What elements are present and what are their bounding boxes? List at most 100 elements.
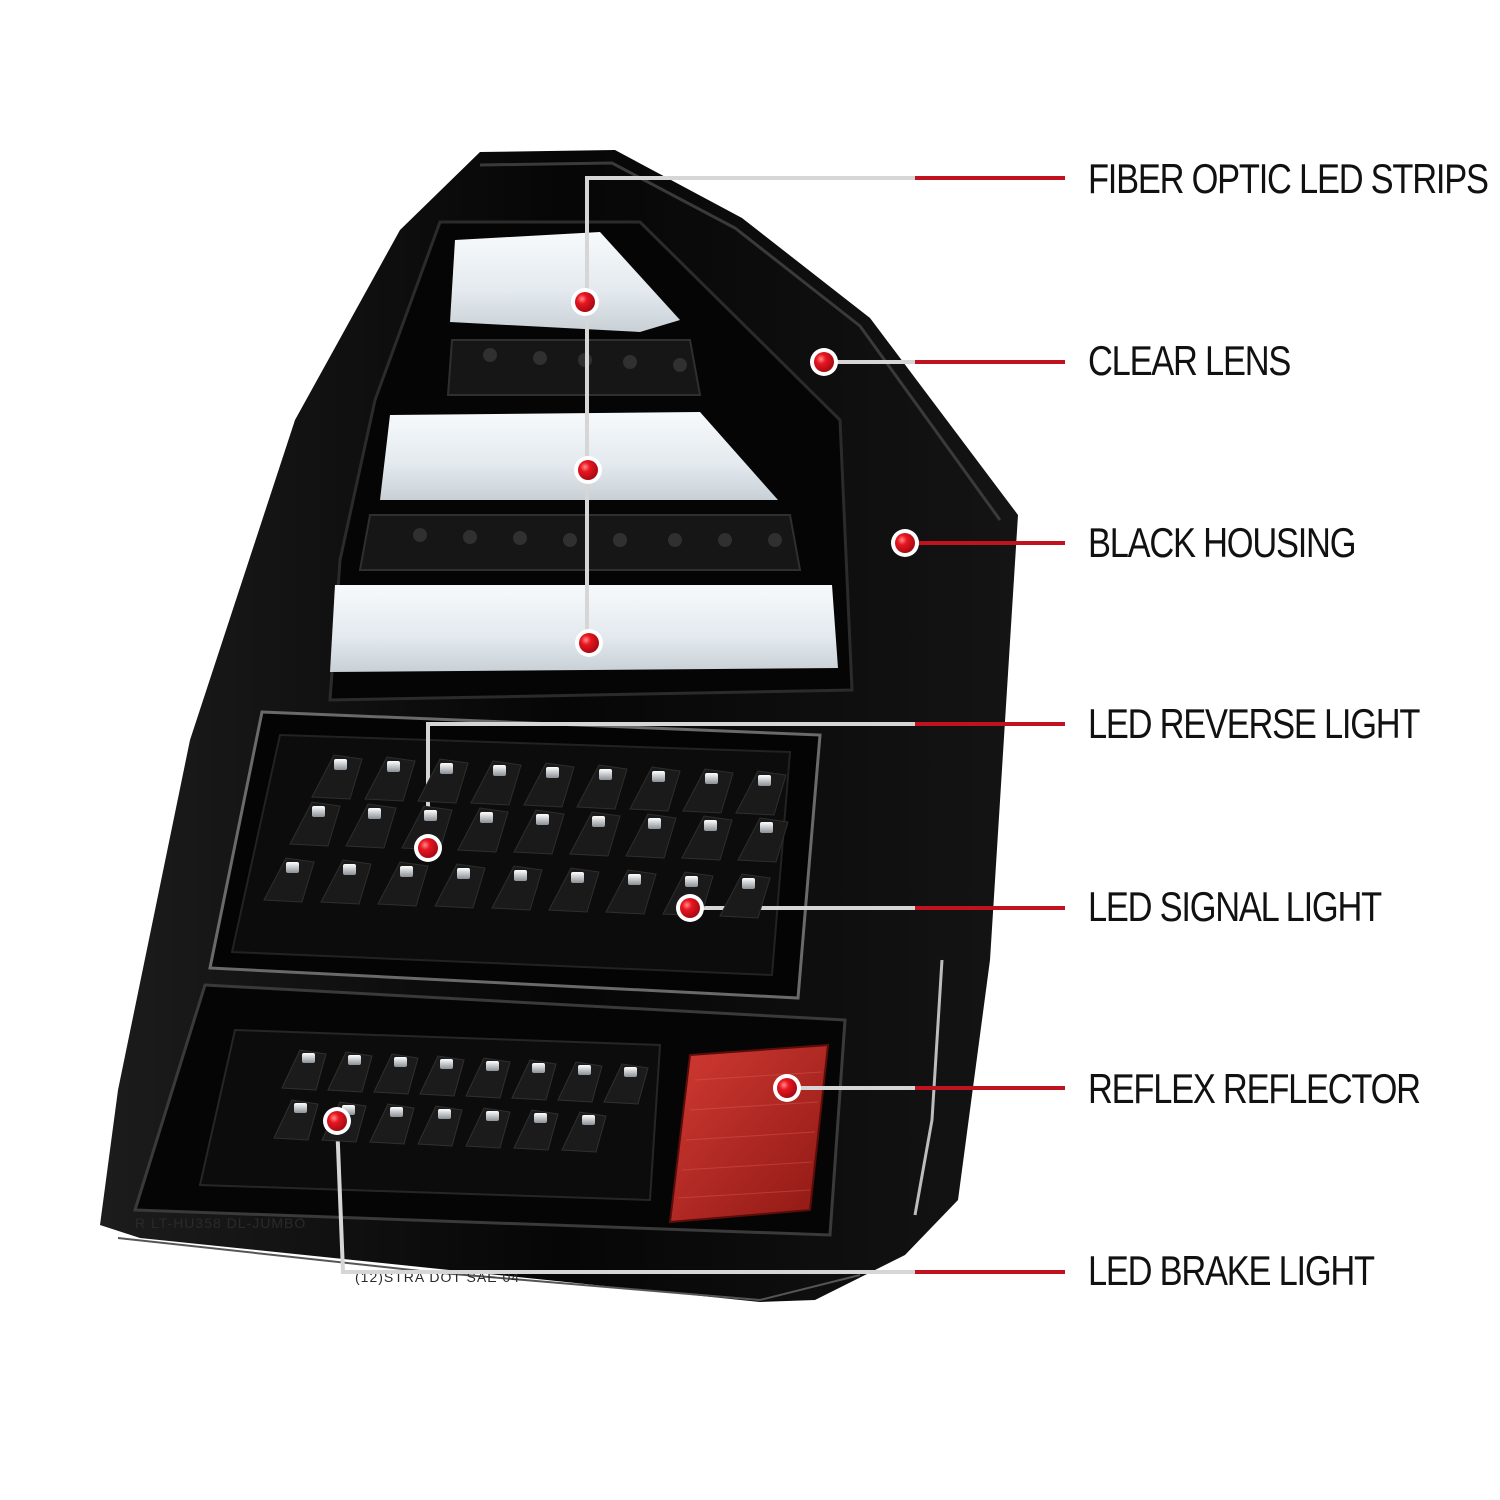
reverse-signal-led-pod [491, 865, 543, 911]
reverse-signal-led-chip [705, 773, 718, 784]
reverse-signal-led-pod [417, 758, 469, 804]
reverse-signal-led-chip [514, 870, 527, 881]
callout-label-black-housing: BLACK HOUSING [1088, 519, 1356, 566]
fiber-strip-middle [380, 412, 778, 500]
reverse-signal-led-pod [263, 857, 315, 903]
reverse-signal-led-chip [760, 822, 773, 833]
led-signal-light-marker [680, 898, 700, 918]
brake-led-chip [440, 1059, 453, 1069]
reverse-signal-led-pod [682, 768, 734, 814]
callout-markers [323, 288, 919, 1135]
reverse-signal-led-pod [719, 873, 771, 919]
svg-text:R LT-HU358 DL-JUMBO: R LT-HU358 DL-JUMBO [135, 1215, 306, 1231]
reverse-signal-led-chip [704, 820, 717, 831]
callout-label-led-reverse-light: LED REVERSE LIGHT [1088, 700, 1420, 747]
lens-bottom-highlight [117, 1237, 861, 1302]
brake-led-chip [390, 1107, 403, 1117]
reverse-signal-led-chip [343, 864, 356, 875]
reverse-signal-led-chip [628, 874, 641, 885]
brake-led-chip [534, 1113, 547, 1123]
brake-led-chip [294, 1103, 307, 1113]
callout-label-fiber-optic-led-strips: FIBER OPTIC LED STRIPS [1088, 155, 1489, 202]
callout-label-led-brake-light: LED BRAKE LIGHT [1088, 1247, 1375, 1294]
fiber-optic-led-strips-middle-marker [578, 460, 598, 480]
brake-led-chip [624, 1067, 637, 1077]
reverse-signal-led-pod [311, 754, 363, 800]
reverse-signal-led-pod [735, 770, 787, 816]
reverse-signal-led-chip [648, 818, 661, 829]
brake-led-chip [438, 1109, 451, 1119]
callout-lines [335, 176, 1065, 1274]
upper-led-pods-row-2 [358, 514, 802, 571]
reverse-signal-led-chip [685, 876, 698, 887]
callout-label-led-signal-light: LED SIGNAL LIGHT [1088, 883, 1382, 930]
reverse-signal-led-pod [345, 803, 397, 849]
reverse-signal-led-pod [576, 764, 628, 810]
reverse-signal-led-chip [546, 767, 559, 778]
reverse-signal-led-chip [387, 761, 400, 772]
brake-led-chip [486, 1061, 499, 1071]
reverse-signal-led-chip [368, 808, 381, 819]
reverse-signal-led-chip [334, 759, 347, 770]
reverse-signal-led-pod [523, 762, 575, 808]
reverse-signal-led-chip [424, 810, 437, 821]
brake-led-chip [486, 1111, 499, 1121]
brake-led-chip [394, 1057, 407, 1067]
reverse-signal-led-chip [312, 806, 325, 817]
fiber-strip-bottom [330, 585, 838, 672]
reverse-signal-led-pod [629, 766, 681, 812]
fiber-optic-led-strips-leader [585, 176, 1065, 645]
lens-right-highlight [913, 959, 944, 1216]
reverse-signal-led-chip [457, 868, 470, 879]
brake-led-chip [582, 1115, 595, 1125]
reverse-signal-led-pod [364, 756, 416, 802]
brake-led-chip [348, 1055, 361, 1065]
reflex-reflector-marker [777, 1078, 797, 1098]
reverse-signal-led-pod [737, 817, 789, 863]
reverse-signal-led-chip [536, 814, 549, 825]
callout-label-reflex-reflector: REFLEX REFLECTOR [1088, 1065, 1421, 1112]
reverse-signal-led-chip [592, 816, 605, 827]
fiber-optic-led-strips-bottom-marker [579, 633, 599, 653]
brake-led-chip [578, 1065, 591, 1075]
reverse-signal-led-chip [400, 866, 413, 877]
reflector-texture [677, 1071, 823, 1199]
reverse-signal-led-chip [571, 872, 584, 883]
reverse-signal-led-pod [605, 869, 657, 915]
reverse-signal-led-chip [480, 812, 493, 823]
reverse-signal-led-chip [652, 771, 665, 782]
led-brake-light-leader [335, 1120, 1065, 1274]
lens-edge-highlight [479, 161, 1002, 521]
upper-led-pods-row-1 [446, 339, 702, 396]
led-brake-light-marker [327, 1111, 347, 1131]
reverse-signal-led-pod [513, 809, 565, 855]
reverse-signal-led-chip [286, 862, 299, 873]
reverse-signal-led-pod [681, 815, 733, 861]
reverse-signal-led-chip [758, 775, 771, 786]
reverse-signal-led-pod [377, 861, 429, 907]
led-chips [263, 754, 789, 1153]
brake-led-chip [532, 1063, 545, 1073]
reverse-signal-led-pod [434, 863, 486, 909]
black-housing-marker [895, 533, 915, 553]
reflex-reflector-panel [668, 1043, 830, 1224]
reverse-signal-led-pod [548, 867, 600, 913]
brake-led-chip [302, 1053, 315, 1063]
reverse-signal-led-pod [289, 801, 341, 847]
reverse-signal-led-chip [440, 763, 453, 774]
clear-lens-marker [814, 352, 834, 372]
reverse-signal-led-pod [320, 859, 372, 905]
led-reverse-light-marker [418, 838, 438, 858]
fiber-optic-led-strips-top-marker [575, 292, 595, 312]
fiber-strip-top [450, 232, 680, 332]
callout-label-clear-lens: CLEAR LENS [1088, 337, 1291, 384]
reverse-signal-led-chip [493, 765, 506, 776]
reverse-signal-led-pod [569, 811, 621, 857]
reverse-signal-led-chip [742, 878, 755, 889]
reverse-signal-led-pod [625, 813, 677, 859]
reverse-signal-led-pod [457, 807, 509, 853]
reverse-signal-led-pod [470, 760, 522, 806]
reverse-signal-led-chip [599, 769, 612, 780]
